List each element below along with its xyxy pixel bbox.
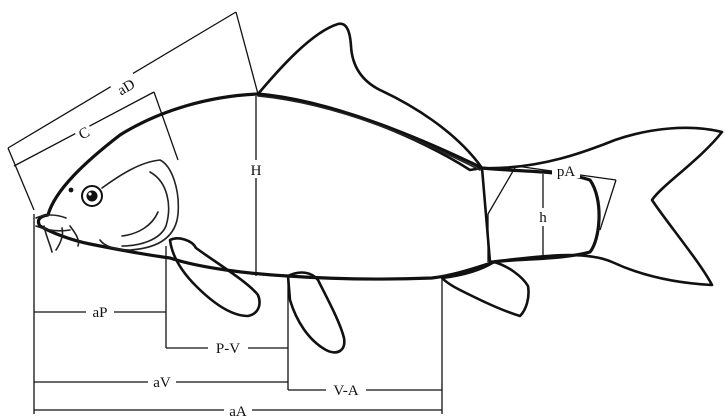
barbel-3 xyxy=(70,226,79,246)
aD-tick-end xyxy=(236,12,258,94)
label-aP: aP xyxy=(93,305,108,321)
label-V-A: V-A xyxy=(333,383,358,399)
nostril xyxy=(69,188,74,193)
label-aV: aV xyxy=(153,375,171,391)
label-aA: aA xyxy=(229,404,247,419)
pectoral-fin xyxy=(170,238,260,316)
caudal-fin xyxy=(482,128,722,285)
label-h: h xyxy=(539,210,547,226)
anal-fin xyxy=(442,262,529,316)
operculum xyxy=(100,160,178,250)
eye-pupil xyxy=(87,191,98,202)
pelvic-fin xyxy=(288,273,344,353)
eye-highlight xyxy=(88,192,91,195)
dorsal-fin xyxy=(258,24,482,170)
label-pA: pA xyxy=(557,164,576,180)
operculum-inner-2 xyxy=(122,212,158,236)
label-P-V: P-V xyxy=(216,341,240,357)
label-H: H xyxy=(251,163,262,179)
C-tick-end xyxy=(154,92,178,160)
